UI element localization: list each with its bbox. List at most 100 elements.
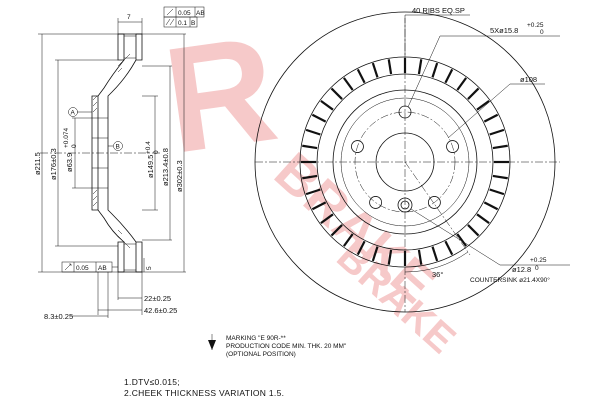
dim-176-label: ø176±0.3 — [49, 148, 58, 180]
rib — [476, 213, 490, 225]
rib — [371, 62, 379, 78]
dim-lines-bottom: 22±0.25 42.6±0.25 8.3±0.25 — [44, 272, 177, 321]
front-view: 40 RIBS EQ.SP 5Xø15.8 +0.25 0 ø108 36° ø… — [254, 6, 570, 313]
note-1: 1.DTV≤0.015; — [124, 377, 180, 387]
dim-thickness-top: 7 — [117, 14, 143, 34]
rib — [330, 224, 343, 237]
pcd-label: ø108 — [520, 75, 537, 84]
rib — [444, 240, 454, 256]
holes-tol: +0.25 — [527, 22, 544, 29]
flatness-icon — [166, 8, 174, 16]
ribs-label: 40 RIBS EQ.SP — [412, 6, 465, 15]
dim-lines-right: ø149.5 +0.4 0 ø213.4±0.8 ø302±0.3 — [142, 33, 186, 273]
rib — [330, 87, 343, 100]
rib — [492, 144, 508, 150]
rib — [305, 128, 321, 136]
marking-arrow-icon — [208, 340, 216, 350]
small-hole-tol2: 0 — [535, 265, 539, 272]
rib — [356, 68, 366, 84]
dim-302-label: ø302±0.3 — [175, 160, 184, 192]
rib — [489, 128, 505, 136]
rib — [311, 201, 327, 211]
dim-213-label: ø213.4±0.8 — [161, 148, 170, 186]
rib — [483, 113, 499, 123]
rib — [417, 249, 423, 265]
datum-a-marker: A — [68, 107, 92, 117]
rib — [489, 188, 505, 196]
small-hole-label: ø12.8 — [512, 265, 531, 274]
rib — [342, 233, 354, 247]
rib — [387, 59, 393, 75]
holes-tol2: 0 — [540, 29, 544, 36]
gdt-parallel-datum: B — [191, 20, 195, 27]
dim-22-label: 22±0.25 — [144, 294, 171, 303]
rib — [320, 99, 334, 111]
holes-callout: 5Xø15.8 +0.25 0 — [407, 22, 560, 108]
marking-line1: MARKING "E 90R-** — [226, 335, 286, 342]
rib — [371, 246, 379, 262]
rib — [417, 59, 423, 75]
ventilation-ribs — [301, 58, 509, 266]
rib — [311, 113, 327, 123]
dim-42-label: 42.6±0.25 — [144, 306, 177, 315]
datum-b-label: B — [116, 144, 120, 151]
dim-149-tol2: 0 — [153, 150, 160, 154]
stud-hole — [427, 196, 441, 209]
rib — [456, 233, 468, 247]
gdt-flatness-datum: AB — [196, 10, 205, 17]
side-section-view: 0.05 AB 0.1 B 7 — [33, 6, 205, 321]
rib — [444, 68, 454, 84]
dim-5: 5 — [143, 258, 153, 272]
runout-icon — [64, 263, 72, 271]
pcd-callout: ø108 — [447, 75, 545, 139]
rib — [387, 249, 393, 265]
angle-dimension: 36° — [404, 251, 469, 279]
dim-63-label: ø63.9 — [65, 153, 74, 172]
rib — [476, 99, 490, 111]
rib — [302, 144, 318, 150]
dim-149-tol: +0.4 — [145, 141, 152, 154]
countersink-label: COUNTERSINK ø21.4X90° — [470, 276, 550, 284]
rib — [320, 213, 334, 225]
stud-hole — [369, 196, 383, 209]
rib — [492, 174, 508, 180]
parallel-icon — [165, 18, 175, 26]
dim-63-tol: +0.074 — [63, 128, 70, 148]
marking-line2: PRODUCTION CODE MIN. THK. 20 MM" — [226, 343, 347, 350]
datum-a-label: A — [71, 110, 76, 117]
ribs-callout: 40 RIBS EQ.SP — [404, 6, 470, 62]
notes: 1.DTV≤0.015; 2.CHEEK THICKNESS VARIATION… — [124, 377, 284, 398]
gdt-runout-datum: AB — [98, 265, 107, 272]
stud-hole — [446, 140, 459, 153]
holes-label: 5Xø15.8 — [490, 26, 518, 35]
stud-hole — [351, 140, 364, 153]
marking-note: MARKING "E 90R-** PRODUCTION CODE MIN. T… — [208, 334, 347, 358]
rib — [483, 201, 499, 211]
gdt-parallel-value: 0.1 — [178, 20, 187, 27]
dim-7-label: 7 — [127, 14, 131, 21]
note-2: 2.CHEEK THICKNESS VARIATION 1.5. — [124, 388, 284, 398]
dim-5-label: 5 — [146, 266, 153, 270]
gdt-frame-runout: 0.05 AB — [61, 261, 118, 273]
rib — [342, 77, 354, 91]
rib — [302, 174, 318, 180]
rib — [356, 240, 366, 256]
rib — [431, 246, 439, 262]
rib — [467, 87, 480, 100]
watermark-logo-letter: R — [155, 3, 286, 184]
small-hole-callout: ø12.8 +0.25 0 COUNTERSINK ø21.4X90° — [410, 208, 570, 284]
datum-b-marker: B — [108, 141, 123, 151]
dim-211-label: ø211.5 — [33, 152, 42, 175]
gdt-frame-top: 0.05 AB 0.1 B — [163, 6, 205, 28]
r-brake-watermark: R BRAKE BRAKE — [155, 3, 463, 362]
dim-149-label: ø149.5 — [146, 155, 155, 178]
rib — [456, 77, 468, 91]
marking-line3: (OPTIONAL POSITION) — [226, 351, 296, 358]
gdt-runout-value: 0.05 — [76, 265, 89, 272]
rib — [305, 188, 321, 196]
dim-8-label: 8.3±0.25 — [44, 312, 73, 321]
rib — [467, 224, 480, 237]
gdt-flatness-value: 0.05 — [178, 10, 191, 17]
